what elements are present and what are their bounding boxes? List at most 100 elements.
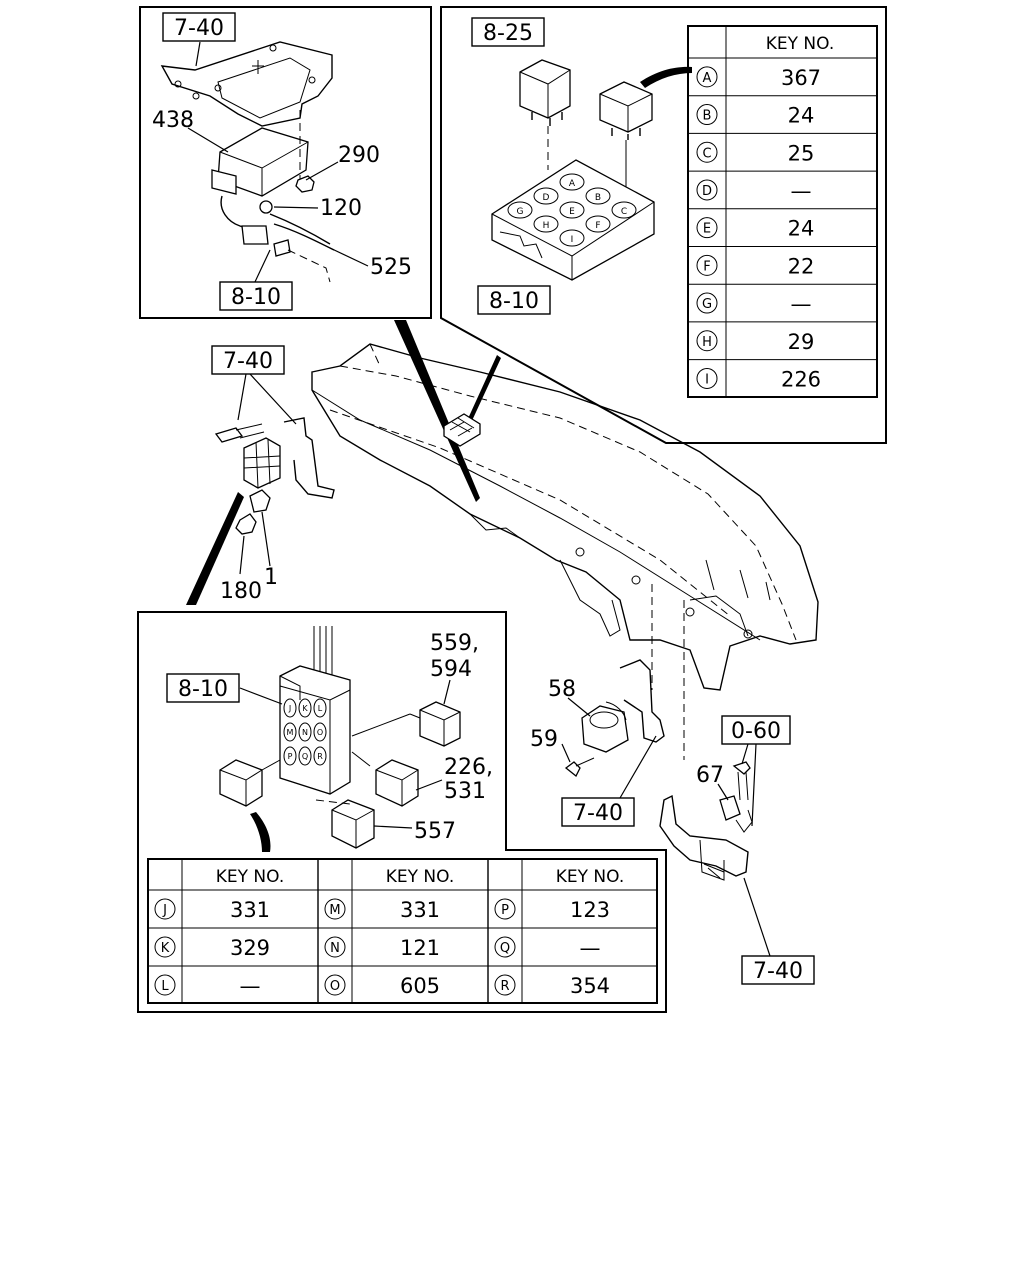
relay-socket-label: G [517, 207, 524, 217]
key-table-bottom-value: — [240, 974, 261, 998]
key-table-top-letter: F [703, 259, 710, 274]
relay-socket-label: P [288, 752, 293, 761]
callout-8-10-relay: 8-10 [489, 289, 539, 314]
key-table-top-value: 25 [788, 141, 815, 165]
callout-594: 594 [430, 657, 472, 682]
key-table-top-letter-circle [696, 330, 718, 352]
relay-socket-label: R [317, 752, 323, 761]
callout-7-40-right: 7-40 [753, 959, 803, 984]
callout-7-40-left: 7-40 [223, 349, 273, 374]
key-table-bottom-value: 123 [570, 898, 610, 922]
key-table-top-letter: H [702, 335, 712, 350]
sensor-assembly [561, 659, 665, 799]
key-table-top-letter: I [705, 372, 709, 387]
callout-557: 557 [414, 819, 456, 844]
callout-box-7-40-left [211, 345, 285, 375]
callout-59: 59 [530, 727, 558, 752]
key-table-bottom-letter-circle [154, 974, 176, 996]
callout-290: 290 [338, 143, 380, 168]
callout-67: 67 [696, 763, 724, 788]
key-table-bottom-value: 354 [570, 974, 610, 998]
key-table-top-letter-circle [696, 367, 718, 389]
key-table-bottom-letter: M [329, 903, 340, 918]
key-table-bottom-letter-circle [154, 936, 176, 958]
key-table-top-letter-circle [696, 254, 718, 276]
pointer-wedge-4 [250, 812, 271, 852]
key-table-bottom-letter-circle [154, 898, 176, 920]
key-table-bottom-letter: Q [500, 941, 510, 956]
relay-socket-label: O [317, 728, 323, 737]
callout-58: 58 [548, 677, 576, 702]
key-table-bottom-value: — [580, 936, 601, 960]
key-table-top-value: — [791, 179, 812, 203]
key-table-bottom-letter-circle [494, 898, 516, 920]
pointer-wedge-5 [640, 66, 692, 88]
relay-socket-label: F [595, 221, 600, 231]
callout-8-25: 8-25 [483, 21, 533, 46]
relay-socket-label: M [287, 728, 294, 737]
inset-frame-relay-block [440, 6, 887, 444]
key-table-bottom-letter: J [162, 903, 167, 918]
right-bracket [659, 743, 771, 957]
callout-438: 438 [152, 108, 194, 133]
key-table-top-value: 24 [788, 217, 815, 241]
key-table-bottom-letter-circle [324, 974, 346, 996]
key-table-top-letter-circle [696, 292, 718, 314]
key-table-bottom-letter-circle [494, 936, 516, 958]
key-table-bottom-letter: K [161, 941, 170, 956]
callout-525: 525 [370, 255, 412, 280]
callout-0-60: 0-60 [731, 719, 781, 744]
relay-block-inset [491, 59, 655, 281]
relay-socket-label: L [318, 704, 323, 713]
key-table-top-header: KEY NO. [766, 34, 835, 54]
key-table-top-letter: B [703, 109, 712, 124]
key-table-top-value: 367 [781, 66, 821, 90]
key-table-top-letter: D [702, 184, 712, 199]
key-table-top-letter-circle [696, 104, 718, 126]
relay-socket-label: K [302, 704, 308, 713]
key-table-top-letter: E [703, 222, 711, 237]
key-table-bottom-letter: R [500, 979, 509, 994]
callout-7-40-center: 7-40 [573, 801, 623, 826]
dashboard-assembly [311, 343, 819, 760]
pointer-wedge-3 [186, 492, 244, 605]
control-unit-inset [160, 41, 369, 285]
key-table-top-letter: C [702, 146, 711, 161]
key-table-bottom-header: KEY NO. [216, 867, 285, 887]
relay-socket-label: I [571, 235, 574, 245]
key-table-bottom-letter: L [161, 979, 169, 994]
key-table-top-letter-circle [696, 179, 718, 201]
relay-socket-label: E [569, 207, 575, 217]
key-table-bottom-header: KEY NO. [386, 867, 455, 887]
key-table-bottom-letter: N [330, 941, 340, 956]
key-table-top-letter-circle [696, 141, 718, 163]
relay-socket-label: C [621, 207, 627, 217]
relay-socket-label: A [569, 179, 576, 189]
key-table-bottom-letter: O [330, 979, 340, 994]
key-table-top-letter-circle [696, 217, 718, 239]
callout-box-7-40-right [741, 955, 815, 985]
inset-frame-fuse-block [137, 611, 667, 1013]
inset-frame-control-unit [139, 6, 432, 319]
relay-socket-label: D [543, 193, 550, 203]
relay-socket-label: Q [302, 752, 308, 761]
callout-559: 559, [430, 631, 479, 656]
left-bracket: 7-40 180 1 [211, 345, 335, 604]
key-table-bottom-letter: P [501, 903, 509, 918]
callout-180: 180 [220, 579, 262, 604]
callout-box-7-40-inset [162, 12, 236, 42]
key-table-top-value: 226 [781, 367, 821, 391]
key-table-top-value: 29 [788, 330, 815, 354]
relay-socket-grid-top: A B C D E F G H I [507, 173, 637, 247]
callout-531: 531 [444, 779, 486, 804]
relay-socket-label: H [543, 221, 550, 231]
callout-box-8-10-fuse [166, 673, 240, 703]
key-table-bottom-value: 329 [230, 936, 270, 960]
callout-box-8-25 [471, 17, 545, 47]
relay-socket-label: B [595, 193, 601, 203]
key-table-top-letter-circle [696, 66, 718, 88]
key-table-bottom-value: 331 [400, 898, 440, 922]
key-table-bottom-letter-circle [324, 898, 346, 920]
